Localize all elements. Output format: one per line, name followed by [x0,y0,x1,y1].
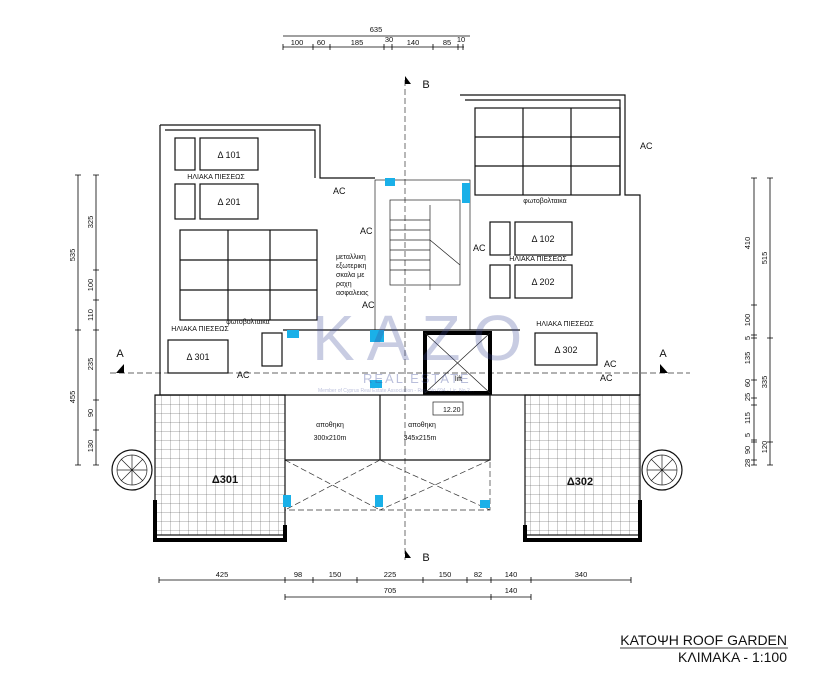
dimension-label: 150 [439,570,452,579]
unit-label-d202: Δ 202 [531,277,554,287]
pv-label: φωτοβολταικα [523,198,566,205]
ac-label: AC [237,370,250,380]
dimension-label: 28 [743,459,752,467]
dimension-label: 340 [575,570,588,579]
stair-note: ραχη [336,281,352,288]
dimension-label: 140 [407,38,420,47]
dimension-label: 120 [760,441,769,454]
dimension-label: 90 [743,446,752,454]
unit-label-d101: Δ 101 [217,150,240,160]
storage-size: 345x215m [404,435,437,442]
dimension-label: 100 [743,314,752,327]
ac-label: AC [640,141,653,151]
watermark: KAZO REAL ESTATE Member of Cyprus Real E… [312,302,534,394]
section-arrow-icon [116,364,124,373]
storage-label: αποθηκη [316,422,344,429]
ac-label: AC [600,373,613,383]
dimension-label: 140 [505,570,518,579]
title-block: ΚΑΤΟΨΗ ROOF GARDEN ΚΛΙΜΑΚΑ - 1:100 [620,632,788,665]
dimension-label: 235 [86,358,95,371]
storage-size: 300x210m [314,435,347,442]
solar-heaters-label: ΗΛΙΑΚΑ ΠΙΕΣΕΩΣ [171,326,229,333]
stair-note: εξωτερικη [336,263,367,270]
dimension-label: 410 [743,237,752,250]
drawing-title: ΚΑΤΟΨΗ ROOF GARDEN [620,632,787,648]
unit-label-d201: Δ 201 [217,197,240,207]
dimension-label: 100 [86,279,95,292]
ac-label: AC [473,243,486,253]
unit-label-d301: Δ 301 [186,352,209,362]
watermark-note: Member of Cyprus Real Estate Association… [318,388,474,394]
terrace-right [524,394,641,536]
drawing-scale: ΚΛΙΜΑΚΑ - 1:100 [678,649,787,665]
dimension-label: 10 [457,35,465,44]
right-dimensions: 410 100 5 135 60 25 115 5 90 28 515 335 … [743,177,773,467]
terrace-label-d302: Δ302 [567,476,593,488]
section-lines: A A B B [110,76,690,564]
dimension-label: 60 [317,38,325,47]
dimension-label: 635 [370,25,383,34]
dimension-label: 455 [68,391,77,404]
stair-note: ασφαλειας [336,290,369,297]
stair-note: σκαλα με [336,272,364,279]
ac-label: AC [333,186,346,196]
dimension-label: 335 [760,376,769,389]
dimension-label: 110 [86,309,95,321]
watermark-logo: KAZO [312,302,534,374]
level-marker: 12.20 [443,407,461,414]
dimension-label: 705 [384,586,397,595]
dimension-label: 150 [329,570,342,579]
dimension-label: 225 [384,570,397,579]
equipment [167,107,621,374]
planter-left [111,449,153,491]
dimension-label: 100 [291,38,304,47]
storage-label: αποθηκη [408,422,436,429]
unit-label-d302: Δ 302 [554,345,577,355]
dimension-label: 5 [743,433,752,437]
room-labels: Δ 101 ΗΛΙΑΚΑ ΠΙΕΣΕΩΣ Δ 201 φωτοβολταικα … [171,141,653,488]
dimension-label: 25 [743,393,752,401]
terrace-label-d301: Δ301 [212,474,238,486]
ac-label: AC [360,226,373,236]
dimension-label: 90 [86,409,95,417]
section-marker-b-top: B [422,79,429,91]
section-arrow-icon [660,364,668,373]
solar-heaters-label: ΗΛΙΑΚΑ ΠΙΕΣΕΩΣ [536,321,594,328]
dimension-label: 140 [505,586,518,595]
dimension-label: 115 [743,412,752,424]
dimension-label: 5 [743,336,752,340]
stair-note: μεταλλικη [336,254,366,261]
pv-label: φωτοβολταικα [226,319,269,326]
section-marker-a-right: A [659,348,667,360]
left-dimensions: 535 455 325 100 110 235 90 130 [68,174,99,466]
section-marker-a-left: A [116,348,124,360]
ac-label: AC [362,300,375,310]
dimension-label: 98 [294,570,302,579]
bottom-dimensions: 425 98 150 225 150 82 140 340 705 140 [158,570,632,600]
dimension-label: 185 [351,38,364,47]
columns [283,178,490,508]
dimension-label: 535 [68,249,77,262]
dimension-label: 325 [86,216,95,229]
dimension-label: 425 [216,570,229,579]
solar-heaters-label: ΗΛΙΑΚΑ ΠΙΕΣΕΩΣ [509,256,567,263]
top-dimensions: 635 100 60 185 30 140 85 10 [282,25,470,50]
section-arrow-icon [405,550,411,558]
dimension-label: 515 [760,252,769,265]
dimension-label: 30 [385,35,393,44]
dimension-label: 60 [743,379,752,387]
dimension-label: 82 [474,570,482,579]
section-marker-b-bottom: B [422,552,429,564]
lift-label: lift [455,376,462,383]
section-arrow-icon [405,76,411,84]
unit-label-d102: Δ 102 [531,234,554,244]
solar-heaters-label: ΗΛΙΑΚΑ ΠΙΕΣΕΩΣ [187,174,245,181]
planter-right [641,449,683,491]
dimension-label: 130 [86,440,95,453]
dimension-label: 85 [443,38,451,47]
terrace-left [154,394,286,536]
watermark-subtitle: REAL ESTATE [363,371,471,386]
ac-label: AC [604,359,617,369]
dimension-label: 135 [743,352,752,365]
